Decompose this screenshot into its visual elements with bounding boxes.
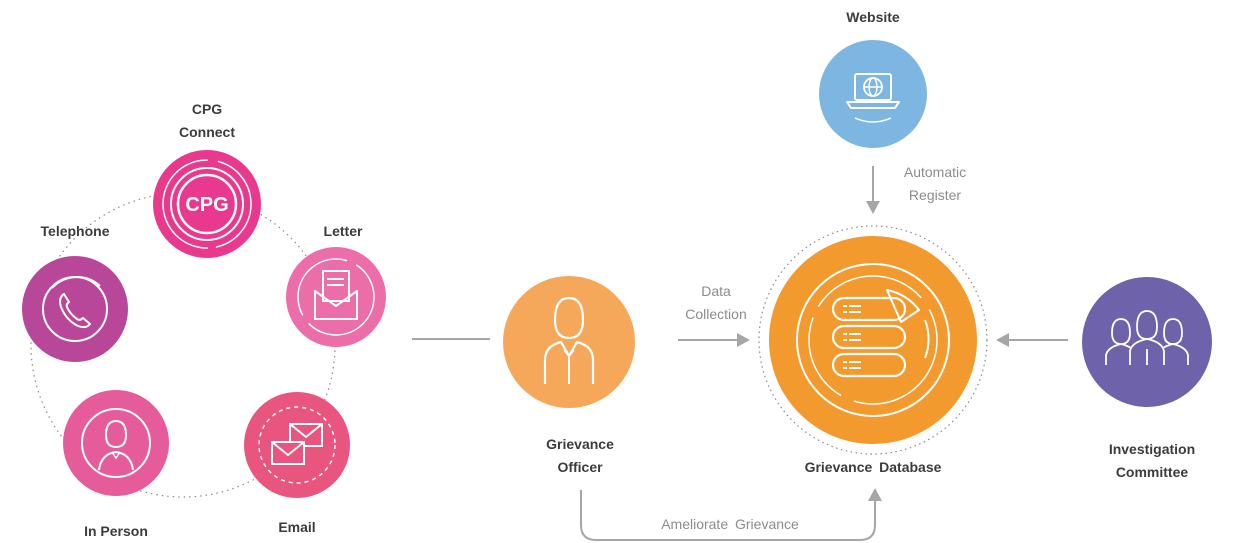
email-node — [244, 392, 350, 498]
cpg-connect-label-line2: Connect — [179, 124, 235, 140]
grievance-database-label: Grievance Database — [804, 459, 942, 475]
investigation-committee-node — [1082, 277, 1212, 407]
email-icon — [258, 406, 336, 484]
investigation-committee-label-line2: Committee — [1115, 464, 1189, 480]
letter-node — [286, 247, 386, 347]
telephone-node — [22, 256, 128, 362]
data-collection-line1: Data — [701, 283, 731, 299]
automatic-register-line1: Automatic — [903, 164, 967, 180]
grievance-officer-label-line1: Grievance — [546, 436, 614, 452]
data-collection-arrowhead — [737, 333, 750, 347]
cpg-connect-label-line1: CPG — [191, 101, 223, 117]
database-halo — [758, 225, 988, 455]
officer-icon — [543, 296, 595, 384]
laptop-globe-icon — [846, 73, 900, 123]
in-person-label: In Person — [84, 523, 148, 539]
team-icon — [1105, 310, 1189, 365]
investigation-committee-label: Investigation Committee — [1082, 438, 1222, 484]
cpg-logo-text: CPG — [185, 194, 228, 216]
email-label: Email — [278, 519, 316, 535]
investigation-committee-label-line1: Investigation — [1108, 441, 1196, 457]
data-collection-line2: Collection — [685, 306, 747, 322]
letter-label: Letter — [323, 223, 363, 239]
ameliorate-grievance-label: Ameliorate Grievance — [661, 516, 799, 532]
phone-icon — [42, 276, 108, 342]
automatic-register-arrowhead — [866, 201, 880, 214]
person-icon — [81, 408, 151, 478]
website-label: Website — [846, 9, 900, 25]
automatic-register-line2: Register — [908, 187, 962, 203]
cpg-connect-label: CPG Connect — [158, 98, 256, 144]
grievance-database-node — [769, 236, 977, 444]
data-collection-label: Data Collection — [668, 280, 764, 326]
automatic-register-label: Automatic Register — [890, 161, 980, 207]
server-database-icon — [796, 263, 950, 417]
committee-arrowhead — [996, 333, 1009, 347]
cpg-connect-node: CPG — [153, 150, 261, 258]
ameliorate-loop — [580, 490, 876, 541]
telephone-label: Telephone — [40, 223, 110, 239]
letter-icon — [297, 258, 375, 336]
grievance-officer-label-line2: Officer — [557, 459, 603, 475]
grievance-officer-node — [503, 276, 635, 408]
grievance-officer-label: Grievance Officer — [520, 433, 640, 479]
in-person-node — [63, 390, 169, 496]
ameliorate-arrowhead — [868, 488, 882, 501]
cpg-logo-icon: CPG — [162, 159, 252, 249]
website-node — [819, 40, 927, 148]
